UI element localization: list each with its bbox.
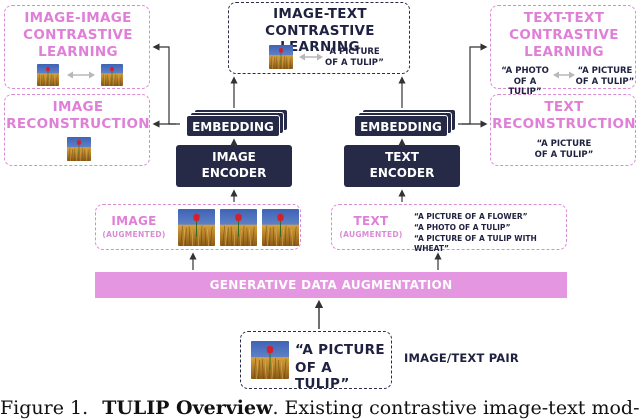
text-encoder-line1: TEXT	[385, 150, 419, 164]
image-image-title-line1: IMAGE-IMAGE	[24, 10, 132, 26]
augmented-text-sub: (AUGMENTED)	[339, 230, 403, 239]
text-reconstruction-box: TEXT RECONSTRUCTION “A PICTURE OF A TULI…	[490, 94, 636, 166]
text-text-title-line3: LEARNING	[524, 44, 604, 60]
arrow-embedding-to-text-text	[458, 43, 488, 125]
pair-quote-line2: OF A TULIP”	[295, 360, 350, 392]
image-embedding-block: EMBEDDING	[186, 115, 280, 137]
generative-data-augmentation-bar: GENERATIVE DATA AUGMENTATION	[95, 272, 567, 298]
image-encoder-line1: IMAGE	[212, 150, 256, 164]
caption-title: TULIP Overview	[102, 397, 273, 419]
augmented-image-box: IMAGE (AUGMENTED)	[95, 204, 301, 250]
image-text-title-line2: CONTRASTIVE LEARNING	[265, 23, 375, 55]
text-reconstruction-line2: OF A TULIP”	[534, 150, 594, 160]
image-text-quote-line2: OF A TULIP”	[325, 58, 384, 68]
image-text-title-line1: IMAGE-TEXT	[273, 6, 367, 22]
text-reconstruction-line1: “A PICTURE	[536, 139, 592, 149]
caption-fig-label: Figure 1.	[0, 397, 89, 419]
text-embedding-block: EMBEDDING	[354, 115, 448, 137]
figure-caption: Figure 1. TULIP Overview. Existing contr…	[0, 397, 640, 419]
pair-quote-line1: “A PICTURE	[295, 342, 385, 358]
image-image-title-line3: LEARNING	[38, 44, 118, 60]
text-encoder-block: TEXT ENCODER	[344, 145, 460, 187]
image-encoder-line2: ENCODER	[201, 166, 267, 180]
image-reconstruction-box: IMAGE RECONSTRUCTION	[4, 94, 150, 166]
image-text-contrastive-box: IMAGE-TEXT CONTRASTIVE LEARNING “A PICTU…	[228, 2, 410, 74]
text-reconstruction-title-line2: RECONSTRUCTION	[492, 116, 636, 132]
text-reconstruction-title-line1: TEXT	[544, 99, 584, 115]
image-reconstruction-title-line1: IMAGE	[52, 99, 104, 115]
text-text-right-line1: “A PICTURE	[577, 66, 633, 76]
augmented-text-item-1: “A PICTURE OF A FLOWER”	[414, 212, 528, 221]
augmented-image-sub: (AUGMENTED)	[102, 230, 166, 239]
double-arrow-icon	[299, 53, 323, 61]
text-encoder-line2: ENCODER	[369, 166, 435, 180]
image-text-pair-box: “A PICTURE OF A TULIP”	[240, 331, 392, 392]
arrow-embedding-to-image-image	[152, 43, 180, 125]
augmented-image-label: IMAGE	[111, 214, 157, 228]
image-image-title-line2: CONTRASTIVE	[23, 27, 133, 43]
augmented-text-label: TEXT	[353, 214, 389, 228]
augmented-text-box: TEXT (AUGMENTED) “A PICTURE OF A FLOWER”…	[331, 204, 567, 253]
text-text-left-line2: OF A TULIP”	[508, 77, 542, 97]
text-text-title-line1: TEXT-TEXT	[523, 10, 605, 26]
augmented-text-item-2: “A PHOTO OF A TULIP”	[414, 223, 511, 232]
augmented-text-item-3: “A PICTURE OF A TULIP WITH WHEAT”	[414, 234, 537, 253]
double-arrow-icon	[553, 71, 575, 79]
text-text-title-line2: CONTRASTIVE	[509, 27, 619, 43]
text-text-left-line1: “A PHOTO	[501, 66, 549, 76]
image-text-quote-line1: “A PICTURE	[325, 47, 380, 57]
image-image-contrastive-box: IMAGE-IMAGE CONTRASTIVE LEARNING	[4, 5, 150, 89]
image-text-pair-label: IMAGE/TEXT PAIR	[404, 351, 519, 365]
caption-rest: . Existing contrastive image-text mod-	[272, 397, 640, 419]
image-encoder-block: IMAGE ENCODER	[176, 145, 292, 187]
image-reconstruction-title-line2: RECONSTRUCTION	[6, 116, 150, 132]
double-arrow-icon	[67, 71, 95, 79]
text-text-right-line2: OF A TULIP”	[575, 77, 635, 87]
text-text-contrastive-box: TEXT-TEXT CONTRASTIVE LEARNING “A PHOTO …	[490, 5, 636, 97]
